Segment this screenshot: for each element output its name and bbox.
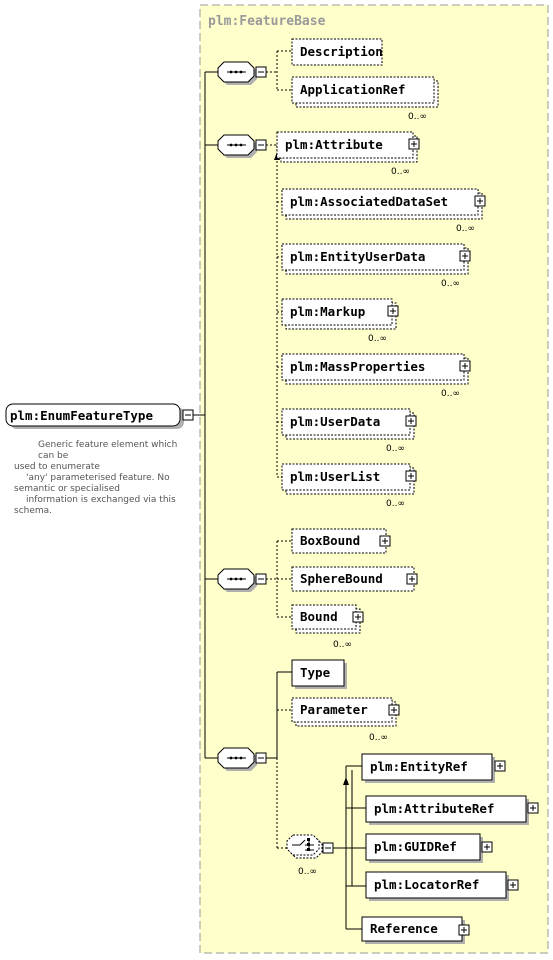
- element-attribute-ref-label: plm:AttributeRef: [374, 801, 494, 816]
- collapse-minus-icon[interactable]: [255, 573, 267, 585]
- element-attribute-ref[interactable]: plm:AttributeRef: [365, 795, 539, 825]
- sequence-compositor-2[interactable]: [217, 134, 267, 158]
- cardinality-attribute: 0..∞: [391, 167, 410, 177]
- element-markup[interactable]: plm:Markup 0..∞: [281, 298, 399, 344]
- sequence-compositor-3[interactable]: [217, 568, 267, 592]
- element-attribute[interactable]: plm:Attribute 0..∞: [276, 131, 420, 177]
- element-associated-data-set[interactable]: plm:AssociatedDataSet 0..∞: [281, 188, 486, 234]
- root-element[interactable]: plm:EnumFeatureType: [5, 403, 200, 429]
- element-parameter-label: Parameter: [300, 702, 368, 717]
- doc-line: 'any' parameterised feature. No: [26, 473, 170, 483]
- element-user-data[interactable]: plm:UserData 0..∞: [281, 408, 417, 454]
- cardinality-bound: 0..∞: [333, 640, 352, 650]
- expand-plus-icon[interactable]: [387, 305, 399, 317]
- element-mass-properties[interactable]: plm:MassProperties 0..∞: [281, 353, 471, 399]
- element-markup-label: plm:Markup: [290, 304, 365, 319]
- element-user-list-label: plm:UserList: [290, 469, 380, 484]
- element-entity-user-data-label: plm:EntityUserData: [290, 249, 425, 264]
- cardinality-user-list: 0..∞: [386, 499, 405, 509]
- element-locator-ref[interactable]: plm:LocatorRef: [365, 871, 519, 901]
- element-reference[interactable]: Reference: [361, 916, 470, 944]
- element-bound-label: Bound: [300, 609, 338, 624]
- element-parameter[interactable]: Parameter 0..∞: [291, 697, 400, 743]
- cardinality-mass-properties: 0..∞: [441, 389, 460, 399]
- cardinality-choice: 0..∞: [298, 867, 317, 877]
- cardinality-user-data: 0..∞: [386, 444, 405, 454]
- expand-plus-icon[interactable]: [406, 573, 418, 585]
- expand-plus-icon[interactable]: [405, 470, 417, 482]
- expand-plus-icon[interactable]: [408, 138, 420, 150]
- cardinality-markup: 0..∞: [368, 334, 387, 344]
- element-sphere-bound[interactable]: SphereBound: [291, 566, 418, 592]
- element-user-data-label: plm:UserData: [290, 414, 380, 429]
- element-reference-label: Reference: [370, 921, 438, 936]
- element-bound[interactable]: Bound 0..∞: [291, 604, 364, 650]
- cardinality-parameter: 0..∞: [369, 733, 388, 743]
- expand-plus-icon[interactable]: [379, 535, 391, 547]
- expand-plus-icon[interactable]: [352, 611, 364, 623]
- collapse-minus-icon[interactable]: [182, 409, 194, 421]
- element-type[interactable]: Type: [291, 659, 347, 689]
- element-locator-ref-label: plm:LocatorRef: [374, 877, 479, 892]
- doc-line: information is exchanged via this: [26, 495, 176, 505]
- element-box-bound[interactable]: BoxBound: [291, 528, 391, 554]
- expand-plus-icon[interactable]: [459, 250, 471, 262]
- element-description-label: Description: [300, 44, 383, 59]
- collapse-minus-icon[interactable]: [255, 139, 267, 151]
- expand-plus-icon[interactable]: [507, 879, 519, 891]
- cardinality-entity-user-data: 0..∞: [441, 279, 460, 289]
- element-entity-user-data[interactable]: plm:EntityUserData 0..∞: [281, 243, 471, 289]
- doc-line: Generic feature element which can be: [38, 440, 178, 461]
- element-guid-ref-label: plm:GUIDRef: [374, 839, 457, 854]
- sequence-compositor-4[interactable]: [217, 747, 267, 771]
- choice-compositor[interactable]: 0..∞: [286, 834, 334, 877]
- group-title: plm:FeatureBase: [208, 14, 326, 29]
- collapse-minus-icon[interactable]: [255, 752, 267, 764]
- expand-plus-icon[interactable]: [474, 195, 486, 207]
- expand-plus-icon[interactable]: [388, 704, 400, 716]
- expand-plus-icon[interactable]: [405, 415, 417, 427]
- element-sphere-bound-label: SphereBound: [300, 571, 383, 586]
- collapse-minus-icon[interactable]: [322, 842, 334, 854]
- cardinality-associated-data-set: 0..∞: [456, 224, 475, 234]
- element-attribute-label: plm:Attribute: [285, 137, 383, 152]
- element-mass-properties-label: plm:MassProperties: [290, 359, 425, 374]
- doc-line: used to enumerate: [14, 462, 100, 472]
- root-element-label: plm:EnumFeatureType: [10, 408, 153, 423]
- doc-line: schema.: [14, 506, 53, 516]
- element-type-label: Type: [300, 665, 331, 680]
- expand-plus-icon[interactable]: [494, 760, 506, 772]
- collapse-minus-icon[interactable]: [255, 66, 267, 78]
- element-application-ref-label: ApplicationRef: [300, 82, 405, 97]
- element-associated-data-set-label: plm:AssociatedDataSet: [290, 194, 448, 209]
- element-box-bound-label: BoxBound: [300, 533, 360, 548]
- expand-plus-icon[interactable]: [458, 924, 470, 936]
- cardinality-application-ref: 0..∞: [408, 112, 427, 122]
- element-entity-ref[interactable]: plm:EntityRef: [361, 753, 506, 783]
- element-user-list[interactable]: plm:UserList 0..∞: [281, 463, 417, 509]
- expand-plus-icon[interactable]: [459, 360, 471, 372]
- element-application-ref[interactable]: ApplicationRef 0..∞: [291, 76, 439, 122]
- root-documentation: Generic feature element which can be use…: [14, 440, 194, 517]
- expand-plus-icon[interactable]: [481, 841, 493, 853]
- element-guid-ref[interactable]: plm:GUIDRef: [365, 833, 493, 863]
- element-entity-ref-label: plm:EntityRef: [370, 759, 468, 774]
- doc-line: semantic or specialised: [14, 484, 120, 494]
- element-description[interactable]: Description: [291, 38, 383, 66]
- sequence-compositor-1[interactable]: [217, 61, 267, 85]
- expand-plus-icon[interactable]: [527, 802, 539, 814]
